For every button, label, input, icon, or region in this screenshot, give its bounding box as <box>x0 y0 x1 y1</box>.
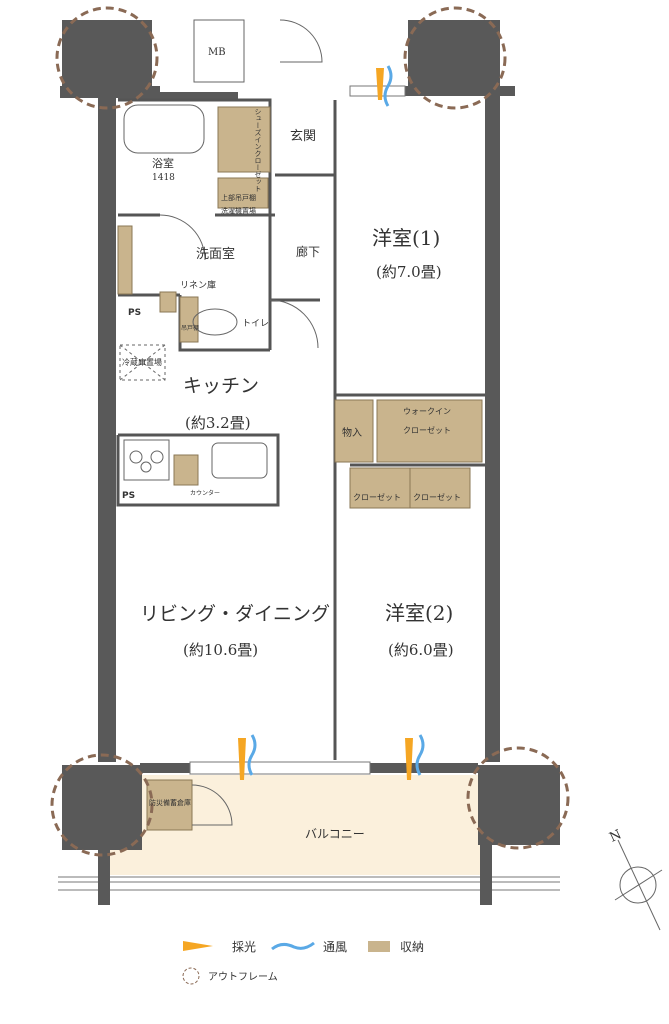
label-counter: カウンター <box>190 489 220 497</box>
label-washer: 洗濯機置場 <box>221 206 256 215</box>
label-wic1: ウォークイン <box>403 407 451 416</box>
label-ld-size: (約10.6畳) <box>183 641 258 659</box>
label-western2-size: (約6.0畳) <box>388 641 454 659</box>
walls <box>60 20 560 905</box>
label-closet-a: クローゼット <box>353 492 401 502</box>
legend-light: 採光 <box>232 940 256 954</box>
legend: 採光 通風 収納 アウトフレーム <box>182 940 424 985</box>
label-toilet-shelf: 吊戸棚 <box>181 324 199 332</box>
light-legend-icon <box>183 941 213 951</box>
label-fridge: 冷蔵庫置場 <box>122 357 162 367</box>
legend-wind: 通風 <box>323 940 347 954</box>
mb-box <box>193 19 245 83</box>
label-balcony: バルコニー <box>305 827 365 841</box>
legend-storage: 収納 <box>400 940 424 954</box>
label-kitchen: キッチン <box>183 375 259 397</box>
room-labels: MB 玄関 浴室 1418 上部吊戸棚 洗濯機置場 洗面室 リネン庫 PS 吊戸… <box>122 47 461 841</box>
balcony-rail <box>58 775 560 891</box>
label-western1: 洋室(1) <box>372 226 440 250</box>
label-ld: リビング・ダイニング <box>140 603 330 625</box>
outframe-legend-icon <box>182 967 200 985</box>
label-kitchen-size: (約3.2畳) <box>185 414 251 432</box>
label-western1-size: (約7.0畳) <box>376 263 442 281</box>
sink <box>211 442 268 479</box>
stove <box>123 439 170 481</box>
wind-legend-icon <box>271 941 315 951</box>
label-wic2: クローゼット <box>403 425 451 435</box>
storage-areas <box>117 106 483 831</box>
label-closet-b: クローゼット <box>413 492 461 502</box>
label-hall: 廊下 <box>296 244 320 259</box>
compass-label: N <box>607 827 624 845</box>
label-shoes-closet: シューズインクローゼット <box>254 108 262 192</box>
label-entrance: 玄関 <box>290 129 316 144</box>
fixtures <box>119 19 323 826</box>
label-upper-cabinet: 上部吊戸棚 <box>221 193 256 202</box>
bathtub <box>123 104 205 154</box>
compass-icon <box>614 839 663 931</box>
label-disaster-storage: 防災備蓄倉庫 <box>149 798 191 807</box>
label-linen: リネン庫 <box>180 279 216 291</box>
label-bath: 浴室 <box>152 156 174 170</box>
label-bath-size: 1418 <box>152 173 175 183</box>
label-storage: 物入 <box>342 426 362 439</box>
label-ps2: PS <box>122 491 135 501</box>
label-toilet: トイレ <box>242 319 269 329</box>
light-wind-markers <box>238 65 425 780</box>
label-washroom: 洗面室 <box>196 246 235 262</box>
storage-legend-icon <box>368 941 390 952</box>
label-western2: 洋室(2) <box>385 601 453 625</box>
interior-walls <box>116 98 485 760</box>
label-mb: MB <box>208 47 226 58</box>
legend-outframe: アウトフレーム <box>208 971 278 983</box>
outframe-circles <box>50 6 570 857</box>
toilet-bowl <box>192 308 238 336</box>
label-ps1: PS <box>128 308 141 318</box>
